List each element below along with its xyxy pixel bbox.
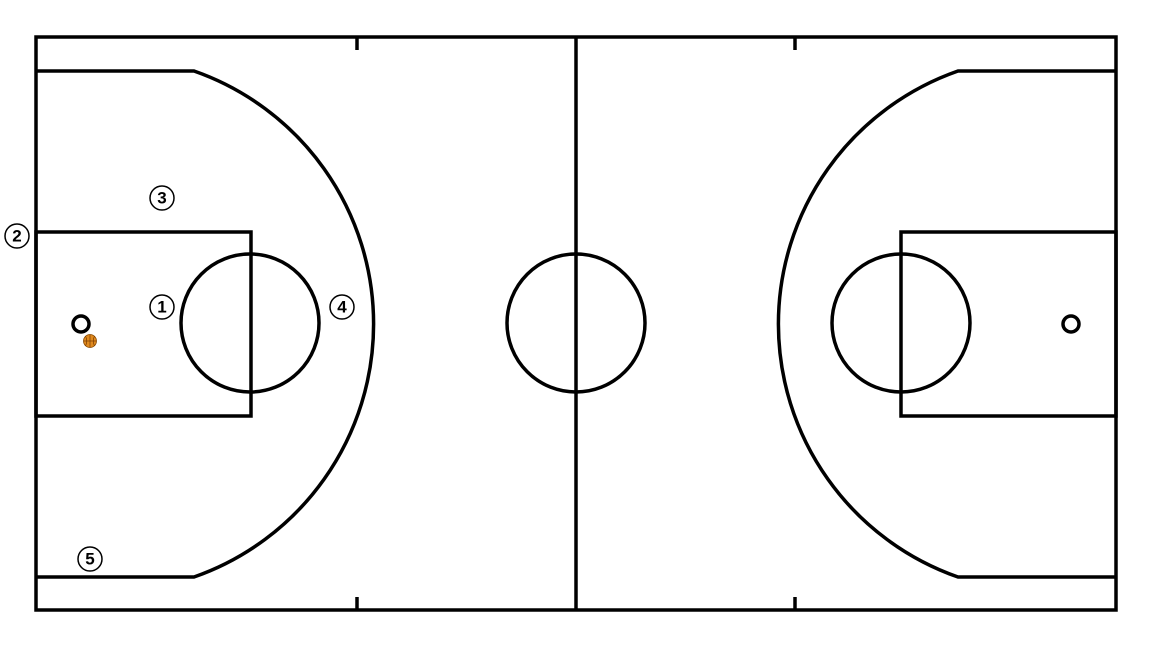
- three-point-line-right: [776, 69, 1116, 579]
- player-3[interactable]: 3: [149, 185, 175, 211]
- key-right: [899, 230, 1118, 418]
- left-half-court: [34, 69, 376, 579]
- player-5[interactable]: 5: [77, 546, 103, 572]
- player-2-label: 2: [12, 227, 21, 246]
- center-circle: [505, 252, 647, 394]
- player-1[interactable]: 1: [149, 294, 175, 320]
- player-4-label: 4: [337, 298, 347, 317]
- player-3-label: 3: [157, 189, 166, 208]
- basketball-icon[interactable]: [83, 334, 97, 348]
- free-throw-circle-left: [179, 252, 321, 394]
- player-1-label: 1: [157, 298, 166, 317]
- player-5-label: 5: [85, 550, 94, 569]
- player-2[interactable]: 2: [4, 223, 30, 249]
- right-half-court: [776, 69, 1118, 579]
- player-4[interactable]: 4: [329, 294, 355, 320]
- free-throw-circle-right: [830, 252, 972, 394]
- hoop-right: [1061, 314, 1081, 334]
- key-left: [34, 230, 253, 418]
- three-point-line-left: [36, 69, 376, 579]
- hoop-left: [71, 314, 91, 334]
